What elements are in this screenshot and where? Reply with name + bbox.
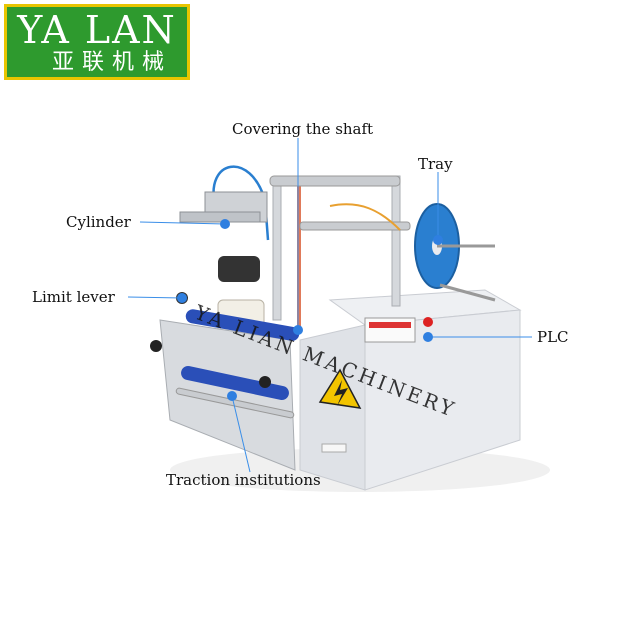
upper-blue-roller bbox=[185, 309, 300, 341]
knob-left bbox=[150, 340, 162, 352]
callout-tray: Tray bbox=[418, 155, 453, 173]
callout-limit-lever: Limit lever bbox=[32, 288, 115, 306]
callout-covering-shaft: Covering the shaft bbox=[232, 120, 374, 138]
covering-shaft-rod bbox=[297, 176, 301, 326]
dot-plc bbox=[423, 332, 433, 342]
plc-panel bbox=[364, 317, 416, 343]
callout-dots bbox=[177, 219, 443, 401]
cylinder-bracket bbox=[179, 211, 261, 223]
frame-post-right bbox=[391, 175, 401, 307]
line-limit-lever bbox=[127, 296, 183, 299]
line-traction bbox=[231, 395, 251, 473]
callout-plc: PLC bbox=[537, 328, 569, 346]
knob-right bbox=[259, 376, 271, 388]
dot-tray bbox=[433, 235, 443, 245]
frame-post-left bbox=[272, 179, 282, 321]
dot-traction bbox=[227, 391, 237, 401]
tray-support bbox=[439, 283, 496, 302]
callout-cylinder: Cylinder bbox=[66, 213, 131, 231]
top-shaft bbox=[269, 175, 401, 187]
cylinder-roller bbox=[218, 256, 260, 282]
brand-logo: YA LAN 亚联机械 bbox=[4, 4, 190, 80]
dot-cylinder bbox=[220, 219, 230, 229]
plc-label-strip bbox=[369, 322, 411, 328]
logo-brand-text: YA LAN bbox=[17, 8, 177, 52]
dot-covering-shaft bbox=[293, 325, 303, 335]
switch-label bbox=[321, 443, 347, 453]
callout-lines bbox=[127, 138, 532, 473]
dot-limit-lever bbox=[177, 293, 187, 303]
plc-button-red bbox=[423, 317, 433, 327]
lower-blue-roller bbox=[181, 366, 289, 400]
mid-shaft bbox=[299, 221, 411, 231]
logo-brand-chinese: 亚联机械 bbox=[51, 50, 172, 75]
housing-side bbox=[364, 309, 521, 491]
orange-air-tube bbox=[329, 203, 401, 231]
callout-traction-institutions: Traction institutions bbox=[166, 471, 321, 489]
lightning-bolt-icon bbox=[334, 380, 348, 406]
line-cylinder bbox=[139, 221, 226, 225]
